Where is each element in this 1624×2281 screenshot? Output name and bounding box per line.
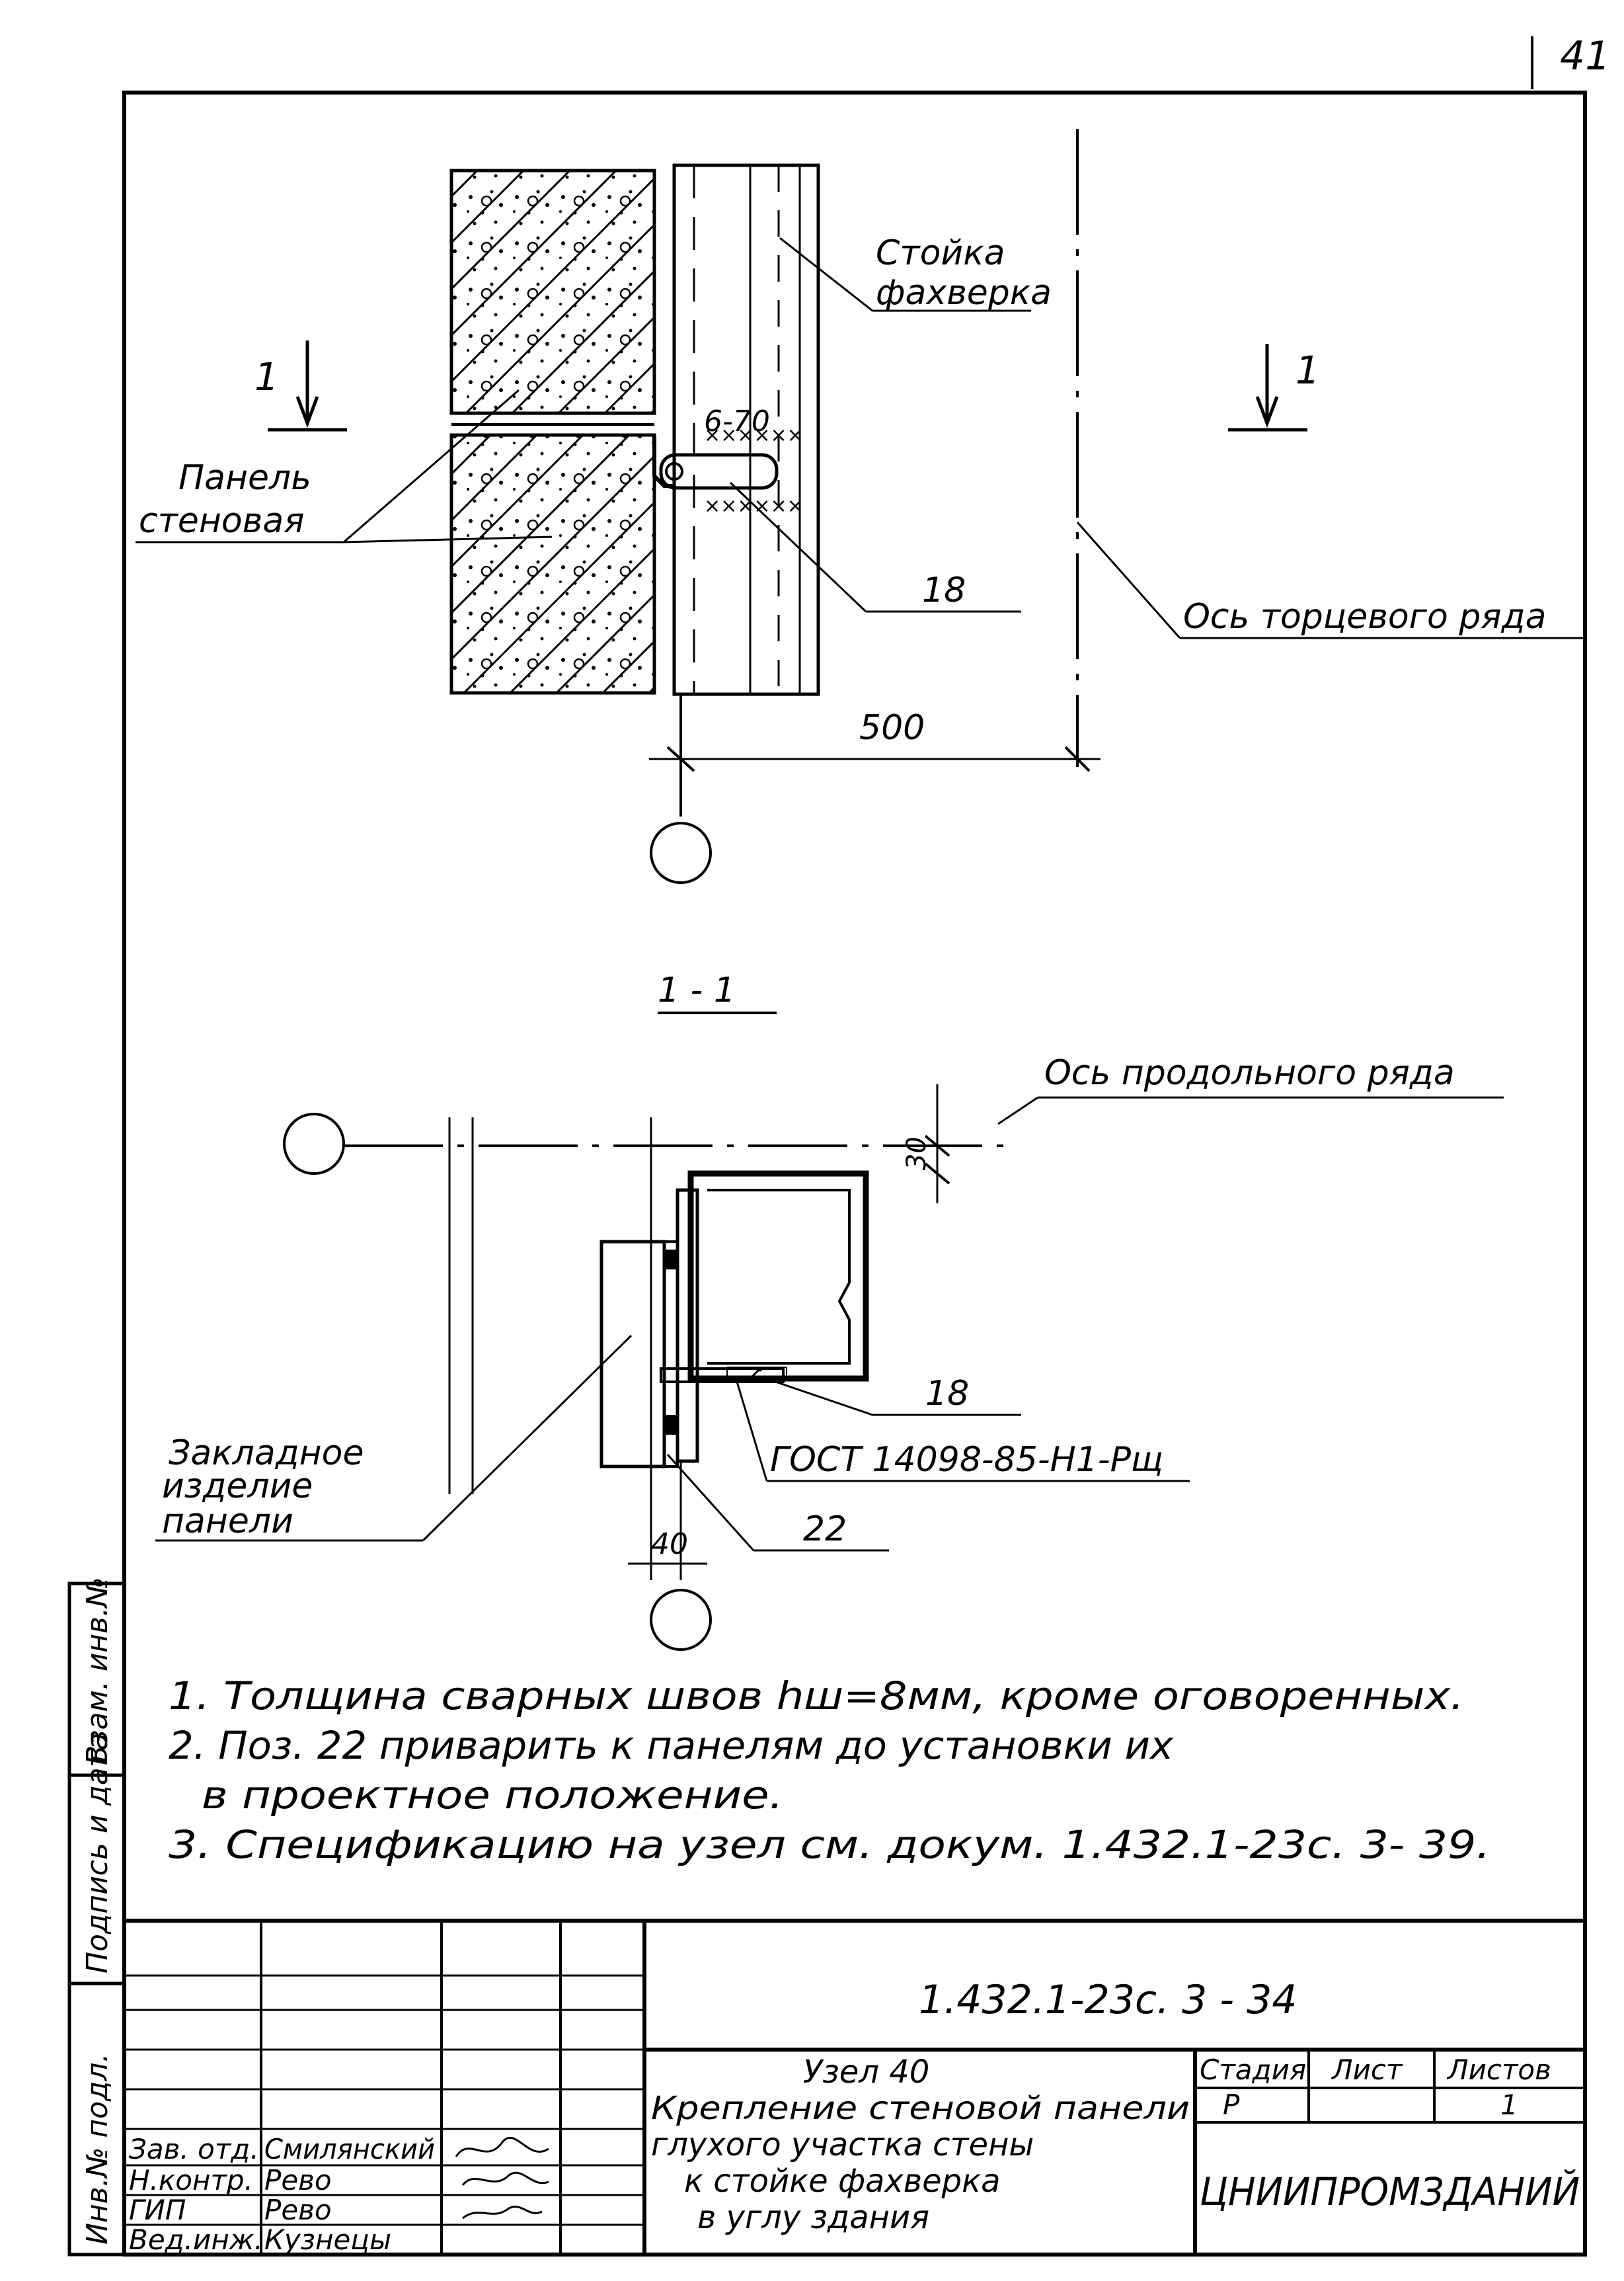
panel-label-leader-2 xyxy=(343,536,553,543)
pos-18-label: 18 xyxy=(922,571,966,610)
long-axis-leader xyxy=(997,1096,1038,1125)
dim-30: 30 xyxy=(902,1137,932,1170)
post-label-leader xyxy=(779,237,873,312)
panel-label-line-2: стеновая xyxy=(139,501,304,541)
title-line-4: к стойке фахверка xyxy=(684,2163,1001,2200)
connection-bracket xyxy=(659,453,779,490)
embedded-label-line-3: панели xyxy=(162,1501,293,1541)
section-mark-right: 1 xyxy=(1228,344,1320,432)
stage-header: Стадия xyxy=(1200,2054,1306,2086)
gost-leader xyxy=(736,1381,768,1482)
stamp-vzam-inv: Взам. инв.№ xyxy=(81,1577,114,1765)
pos-18-leader xyxy=(729,481,867,613)
signature-1 xyxy=(455,2136,549,2157)
channel-profile-outer xyxy=(687,1170,869,1382)
panel-label-line-1: Панель xyxy=(178,458,311,498)
title-line-1: Узел 40 xyxy=(803,2054,929,2091)
title-block: Зав. отд. Смилянский Н.контр. Рево ГИП Р… xyxy=(122,1919,1587,2257)
pos-22-leader xyxy=(666,1453,755,1552)
axis-bubble-left xyxy=(283,1113,345,1175)
signer-name-4: Кузнецы xyxy=(264,2223,391,2256)
post-label-line-2: фахверка xyxy=(876,273,1052,313)
note-1: 1. Толщина сварных швов hш=8мм, кроме ог… xyxy=(169,1673,1464,1718)
signer-role-1: Зав. отд. xyxy=(129,2133,259,2165)
sheets-header: Листов xyxy=(1446,2054,1551,2086)
organization: ЦНИИПРОМЗДАНИЙ xyxy=(1200,2169,1580,2214)
long-axis-label: Ось продольного ряда xyxy=(1044,1053,1455,1093)
embedded-leader xyxy=(422,1334,633,1542)
pos-18-section-leader xyxy=(759,1375,873,1416)
bolt-lower xyxy=(664,1415,676,1435)
section-view: 1 - 1 30 Ось продольного ряда 18 ГОСТ 14… xyxy=(155,971,1504,1651)
dimension-tick-right xyxy=(1064,746,1091,772)
title-line-2: Крепление стеновой панели xyxy=(651,2090,1190,2127)
title-line-5: в углу здания xyxy=(697,2199,929,2236)
signer-role-3: ГИП xyxy=(129,2194,186,2226)
stamp-podpis-data: Подпись и дата xyxy=(81,1733,114,1974)
gost-label: ГОСТ 14098-85-Н1-Рщ xyxy=(770,1440,1163,1480)
section-mark-left: 1 xyxy=(254,340,347,432)
wall-panel-lower xyxy=(449,433,656,695)
signer-name-3: Рево xyxy=(264,2194,332,2226)
dim-30-tick-2 xyxy=(924,1162,950,1185)
plan-view: ×××××× ×××××× 1 1 Стойка фахверка Панель… xyxy=(135,129,1583,884)
signer-name-1: Смилянский xyxy=(264,2133,435,2165)
signer-role-4: Вед.инж. xyxy=(129,2223,263,2256)
embedded-item-body xyxy=(599,1240,666,1468)
panel-label-leader-1 xyxy=(343,389,520,543)
side-stamp: Инв.№ подл. Подпись и дата Взам. инв.№ xyxy=(67,1577,126,2257)
note-2: 2. Поз. 22 приварить к панелям до устано… xyxy=(169,1723,1174,1768)
bolt-circle xyxy=(665,462,683,481)
sheets-value: 1 xyxy=(1500,2089,1518,2121)
angle-18 xyxy=(660,1367,785,1383)
svg-text:1: 1 xyxy=(1295,348,1320,393)
section-title: 1 - 1 xyxy=(658,971,736,1010)
connection-plate-22 xyxy=(676,1188,699,1463)
dim-40: 40 xyxy=(651,1527,688,1561)
wall-panel-upper xyxy=(449,169,656,415)
end-axis-label: Ось торцевого ряда xyxy=(1183,597,1546,637)
post-label-line-1: Стойка xyxy=(876,233,1005,273)
pos-18-section-label: 18 xyxy=(925,1374,969,1414)
sheet-header: Лист xyxy=(1331,2054,1403,2086)
note-2-cont: в проектное положение. xyxy=(202,1773,783,1818)
signature-2 xyxy=(461,2171,549,2186)
pos-22-label: 22 xyxy=(803,1509,847,1549)
embedded-label-line-1: Закладное xyxy=(169,1433,364,1473)
notes: 1. Толщина сварных швов hш=8мм, кроме ог… xyxy=(169,1673,1490,1867)
faxwerk-post xyxy=(672,163,820,696)
axis-bubble-bottom xyxy=(650,1589,712,1651)
svg-text:1: 1 xyxy=(254,354,279,399)
dim-30-tick-1 xyxy=(924,1135,950,1157)
end-axis-leader xyxy=(1076,522,1181,639)
weld-crosses-top: ×××××× xyxy=(704,424,804,447)
sheet-number: 41 xyxy=(1560,33,1610,79)
axis-bubble-plan xyxy=(650,822,712,884)
signature-3 xyxy=(462,2206,543,2220)
note-3: 3. Спецификацию на узел см. докум. 1.432… xyxy=(169,1822,1490,1867)
channel-profile-inner xyxy=(707,1189,851,1365)
embedded-label-line-2: изделие xyxy=(162,1466,313,1506)
stage-value: Р xyxy=(1223,2089,1240,2121)
signer-role-2: Н.контр. xyxy=(129,2164,253,2196)
document-code: 1.432.1-23с. 3 - 34 xyxy=(919,1977,1297,2023)
title-line-3: глухого участка стены xyxy=(651,2126,1034,2163)
bolt-upper xyxy=(664,1250,676,1269)
signer-name-2: Рево xyxy=(264,2164,332,2196)
dimension-500: 500 xyxy=(859,708,925,748)
stamp-inv-podl: Инв.№ подл. xyxy=(81,2053,114,2245)
weld-label: 6-70 xyxy=(704,405,770,438)
